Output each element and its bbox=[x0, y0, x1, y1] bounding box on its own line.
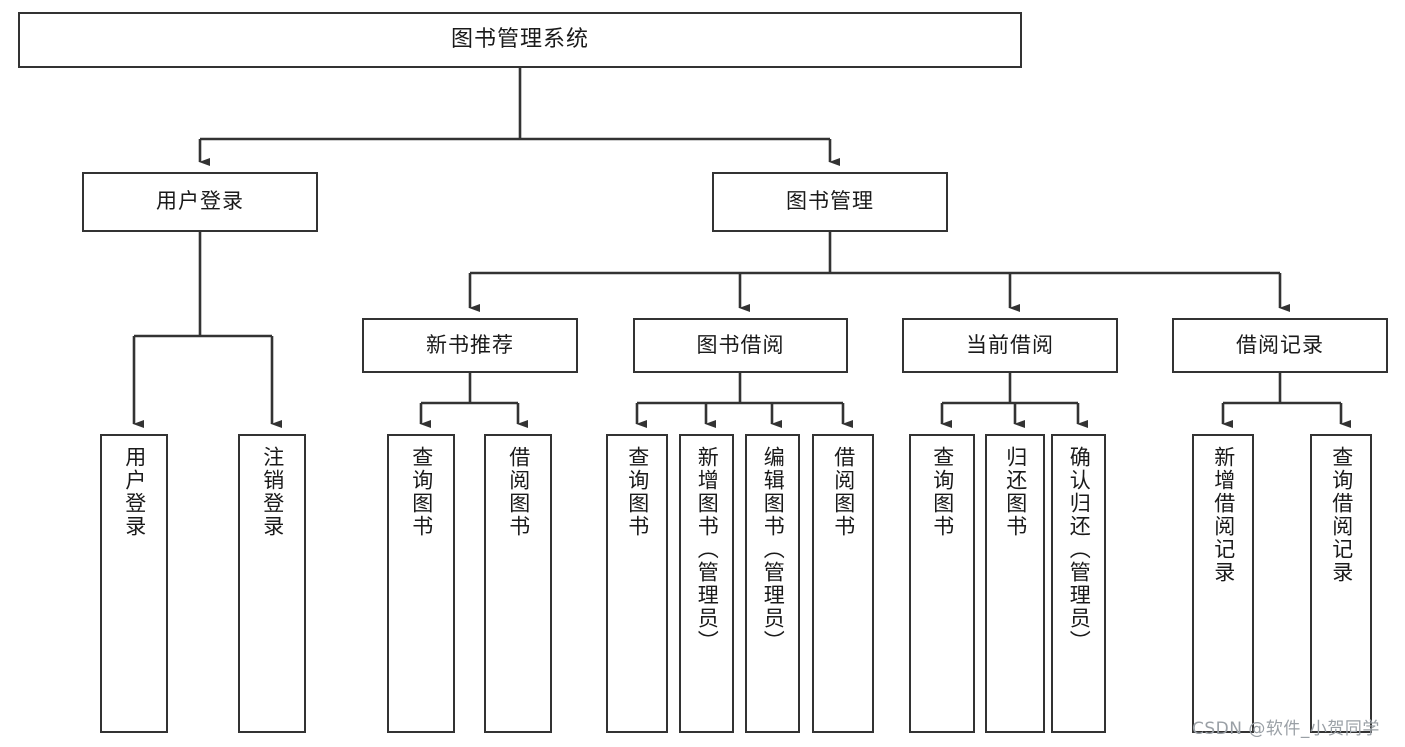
node-leaf-logout[interactable]: 注销登录 bbox=[238, 434, 306, 733]
node-borrow-record-label: 借阅记录 bbox=[1236, 332, 1324, 357]
node-leaf-edit-book-label: 编辑图书（管理员） bbox=[761, 446, 786, 653]
node-root-label: 图书管理系统 bbox=[450, 26, 589, 52]
node-current-borrow[interactable]: 当前借阅 bbox=[902, 318, 1118, 373]
node-leaf-add-book-label: 新增图书（管理员） bbox=[695, 446, 720, 653]
node-leaf-user-login-label: 用户登录 bbox=[122, 446, 147, 538]
node-leaf-return-book[interactable]: 归还图书 bbox=[985, 434, 1045, 733]
node-leaf-query-book-cur-label: 查询图书 bbox=[930, 446, 955, 538]
node-leaf-logout-label: 注销登录 bbox=[260, 446, 285, 538]
node-leaf-edit-book[interactable]: 编辑图书（管理员） bbox=[745, 434, 800, 733]
node-leaf-borrow-book[interactable]: 借阅图书 bbox=[812, 434, 874, 733]
node-leaf-user-login[interactable]: 用户登录 bbox=[100, 434, 168, 733]
node-user-login-label: 用户登录 bbox=[156, 189, 244, 214]
node-leaf-add-record-label: 新增借阅记录 bbox=[1211, 446, 1236, 584]
node-book-borrow-label: 图书借阅 bbox=[696, 332, 785, 357]
node-leaf-query-book-rec[interactable]: 查询图书 bbox=[387, 434, 455, 733]
node-leaf-borrow-book-rec[interactable]: 借阅图书 bbox=[484, 434, 552, 733]
node-root[interactable]: 图书管理系统 bbox=[18, 12, 1022, 68]
node-new-book-rec-label: 新书推荐 bbox=[426, 332, 514, 357]
node-borrow-record[interactable]: 借阅记录 bbox=[1172, 318, 1388, 373]
node-leaf-query-record-label: 查询借阅记录 bbox=[1329, 446, 1354, 584]
node-leaf-add-book[interactable]: 新增图书（管理员） bbox=[679, 434, 734, 733]
node-leaf-query-book-cur[interactable]: 查询图书 bbox=[909, 434, 975, 733]
node-leaf-add-record[interactable]: 新增借阅记录 bbox=[1192, 434, 1254, 733]
node-leaf-confirm-return-label: 确认归还（管理员） bbox=[1067, 446, 1092, 653]
node-leaf-query-book-label: 查询图书 bbox=[625, 446, 650, 538]
node-book-manage[interactable]: 图书管理 bbox=[712, 172, 948, 232]
node-leaf-return-book-label: 归还图书 bbox=[1003, 446, 1028, 538]
node-leaf-confirm-return[interactable]: 确认归还（管理员） bbox=[1051, 434, 1106, 733]
csdn-watermark: CSDN @软件_小贺同学 bbox=[1192, 719, 1380, 739]
node-book-borrow[interactable]: 图书借阅 bbox=[633, 318, 848, 373]
node-leaf-borrow-book-rec-label: 借阅图书 bbox=[506, 446, 531, 538]
node-leaf-query-book[interactable]: 查询图书 bbox=[606, 434, 668, 733]
node-leaf-query-book-rec-label: 查询图书 bbox=[409, 446, 434, 538]
node-leaf-query-record[interactable]: 查询借阅记录 bbox=[1310, 434, 1372, 733]
node-new-book-rec[interactable]: 新书推荐 bbox=[362, 318, 578, 373]
node-book-manage-label: 图书管理 bbox=[786, 189, 874, 214]
node-current-borrow-label: 当前借阅 bbox=[966, 332, 1054, 357]
node-leaf-borrow-book-label: 借阅图书 bbox=[831, 446, 856, 538]
node-user-login[interactable]: 用户登录 bbox=[82, 172, 318, 232]
